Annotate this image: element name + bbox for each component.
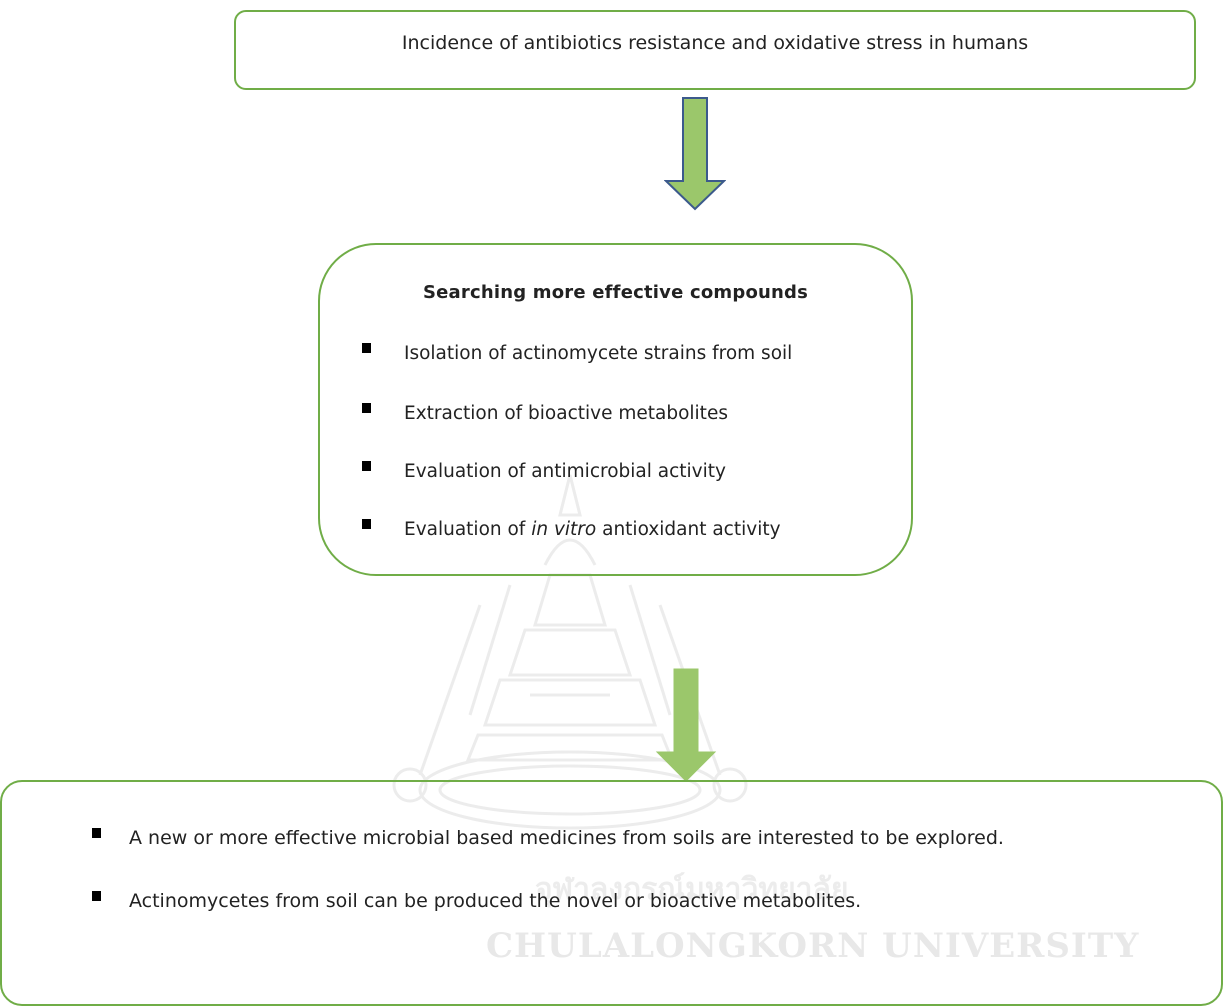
square-bullet-icon — [362, 402, 371, 413]
square-bullet-icon — [92, 891, 101, 901]
university-seal-watermark — [392, 474, 748, 830]
down-arrow-1 — [664, 97, 726, 211]
bottom-list-item-text: Actinomycetes from soil can be produced … — [129, 890, 862, 912]
middle-list-item: Isolation of actinomycete strains from s… — [362, 342, 793, 364]
middle-list-item: Evaluation of in vitro antioxidant activ… — [362, 518, 781, 540]
bottom-list-item: A new or more effective microbial based … — [92, 827, 1004, 849]
watermark-university-name: CHULALONGKORN UNIVERSITY — [486, 926, 1140, 966]
bottom-list-item-text: A new or more effective microbial based … — [129, 827, 1004, 849]
middle-list-item-text: Isolation of actinomycete strains from s… — [404, 343, 793, 364]
middle-box-heading: Searching more effective compounds — [422, 282, 809, 303]
watermark-thai-text: จุฬาลงกรณ์มหาวิทยาลัย — [535, 872, 849, 907]
top-box — [234, 10, 1196, 90]
square-bullet-icon — [362, 460, 371, 471]
down-arrow-2 — [655, 668, 717, 782]
square-bullet-icon — [362, 342, 371, 353]
square-bullet-icon — [92, 828, 101, 838]
square-bullet-icon — [362, 518, 371, 529]
middle-list-item-text: Evaluation of antimicrobial activity — [404, 461, 726, 482]
middle-list-item: Evaluation of antimicrobial activity — [362, 460, 726, 482]
bottom-list-item: Actinomycetes from soil can be produced … — [92, 890, 861, 912]
middle-list-item: Extraction of bioactive metabolites — [362, 402, 728, 424]
middle-list-item-text: Evaluation of in vitro antioxidant activ… — [404, 519, 781, 540]
top-box-text: Incidence of antibiotics resistance and … — [401, 32, 1029, 54]
middle-box — [318, 243, 913, 576]
middle-list-item-text: Extraction of bioactive metabolites — [404, 403, 728, 424]
